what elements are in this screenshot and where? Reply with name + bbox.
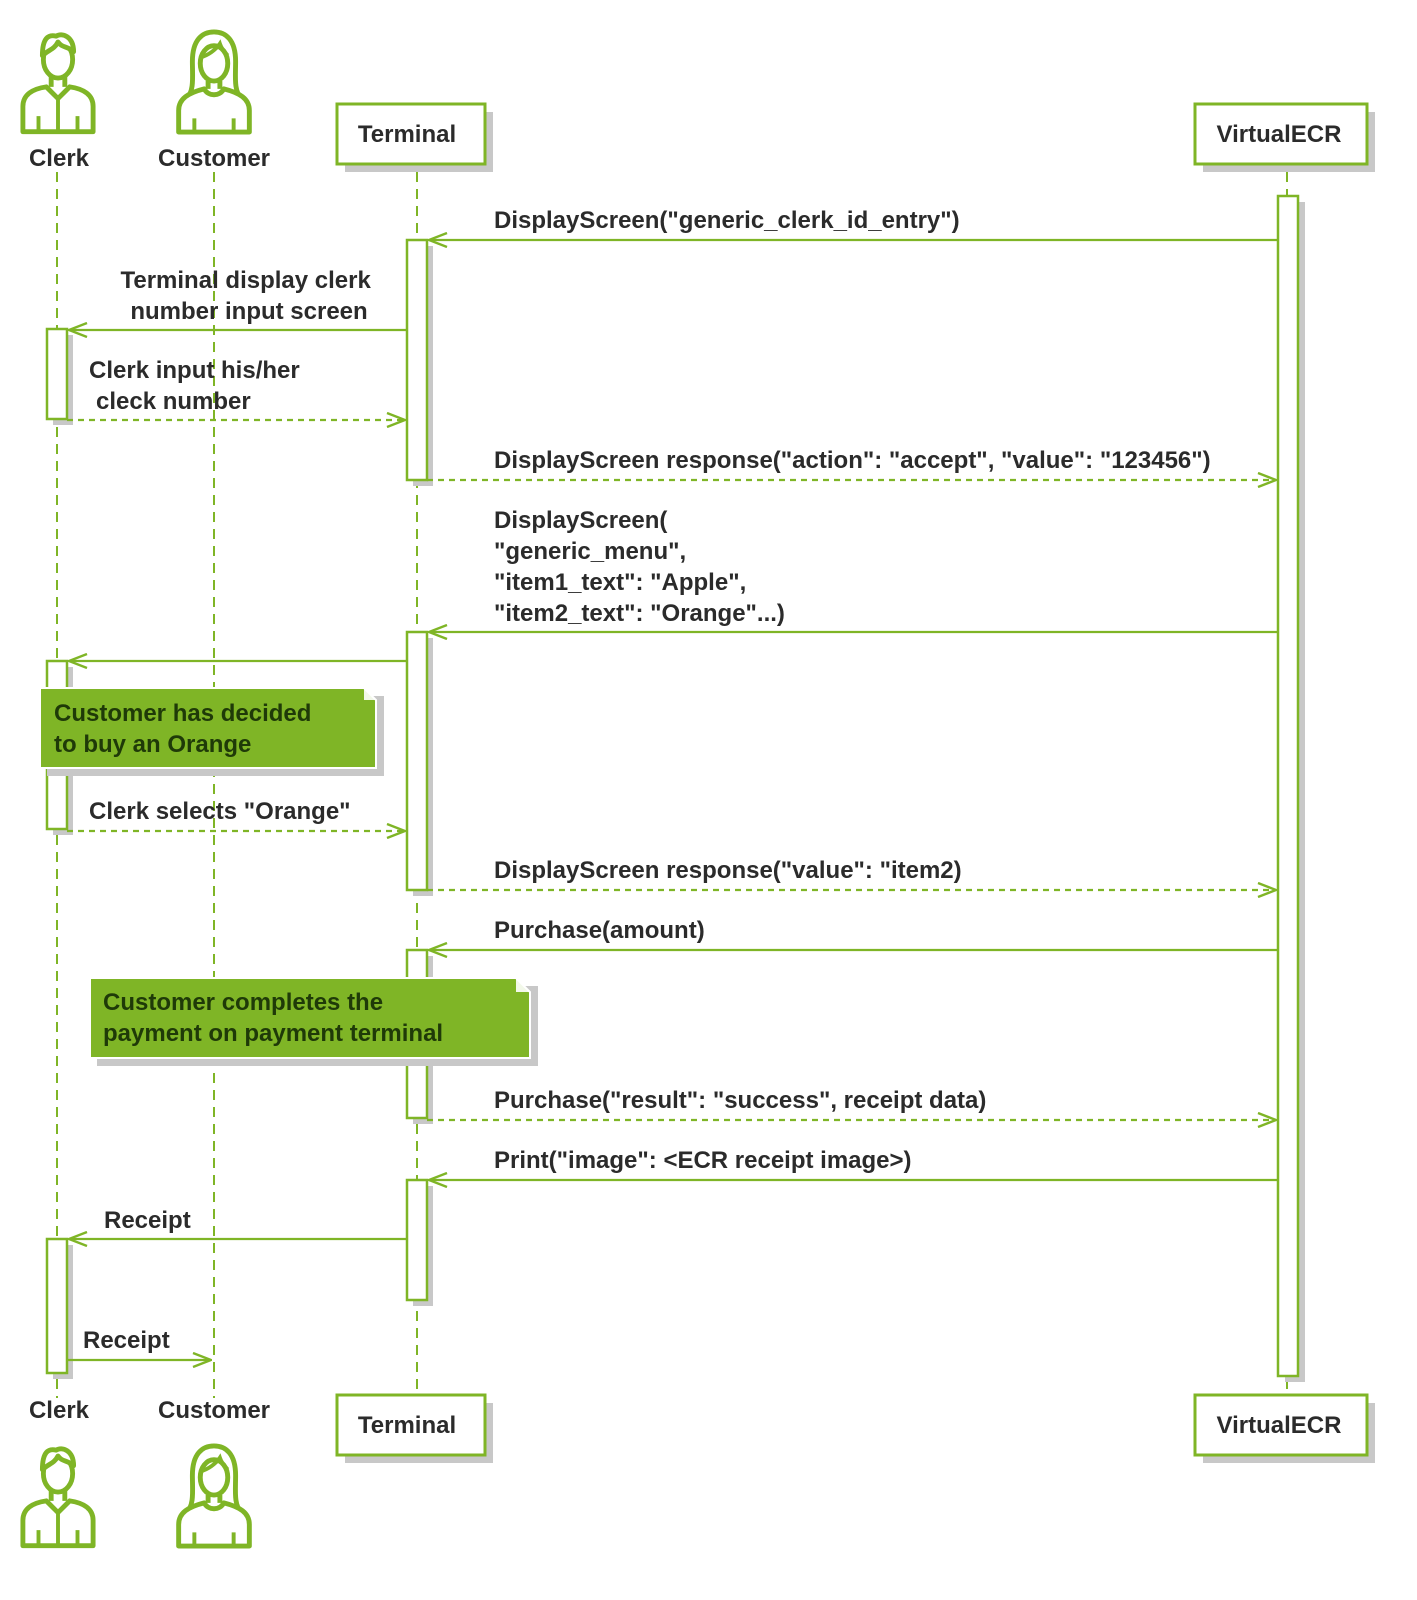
clerk-actor-icon-top	[23, 35, 93, 132]
message-label-3: Clerk input his/her cleck number	[89, 357, 306, 415]
message-label-11: Print("image": <ECR receipt image>)	[494, 1147, 912, 1174]
customer-label-bottom: Customer	[158, 1397, 270, 1424]
terminal-activation-2	[405, 630, 429, 892]
terminal-label-bottom: Terminal	[358, 1412, 456, 1439]
virtualecr-label-top: VirtualECR	[1217, 121, 1342, 148]
message-label-10: Purchase("result": "success", receipt da…	[494, 1087, 986, 1114]
note-2-box	[89, 977, 531, 1059]
message-label-2: Terminal display clerk number input scre…	[120, 267, 377, 325]
note-1-box	[39, 687, 377, 769]
customer-actor-icon-bottom	[179, 1446, 250, 1546]
message-label-7: Clerk selects "Orange"	[89, 798, 351, 825]
note-2: Customer completes the payment on paymen…	[89, 977, 538, 1066]
note-1-text: Customer has decided to buy an Orange	[54, 700, 318, 758]
virtualecr-box-top	[1193, 102, 1369, 166]
virtualecr-label-bottom: VirtualECR	[1217, 1412, 1342, 1439]
message-label-13: Receipt	[83, 1327, 170, 1354]
virtualecr-activation	[1276, 194, 1300, 1378]
message-label-9: Purchase(amount)	[494, 917, 705, 944]
terminal-label-top: Terminal	[358, 121, 456, 148]
message-label-8: DisplayScreen response("value": "item2)	[494, 857, 962, 884]
message-label-1: DisplayScreen("generic_clerk_id_entry")	[494, 207, 960, 234]
terminal-activation-1	[405, 238, 429, 482]
customer-label-top: Customer	[158, 145, 270, 172]
terminal-activation-4	[405, 1178, 429, 1302]
message-label-5: DisplayScreen( "generic_menu", "item1_te…	[494, 507, 785, 627]
customer-actor-icon-top	[179, 32, 250, 132]
terminal-box-top	[335, 102, 487, 166]
message-label-4: DisplayScreen response("action": "accept…	[494, 447, 1211, 474]
message-label-12: Receipt	[104, 1207, 191, 1234]
terminal-box-bottom	[335, 1393, 487, 1457]
note-1: Customer has decided to buy an Orange	[39, 687, 384, 776]
clerk-actor-icon-bottom	[23, 1449, 93, 1546]
clerk-label-top: Clerk	[29, 145, 90, 172]
clerk-activation-3	[45, 1237, 69, 1375]
clerk-activation-1	[45, 327, 69, 421]
note-2-text: Customer completes the payment on paymen…	[103, 989, 443, 1047]
clerk-label-bottom: Clerk	[29, 1397, 90, 1424]
virtualecr-box-bottom	[1193, 1393, 1369, 1457]
